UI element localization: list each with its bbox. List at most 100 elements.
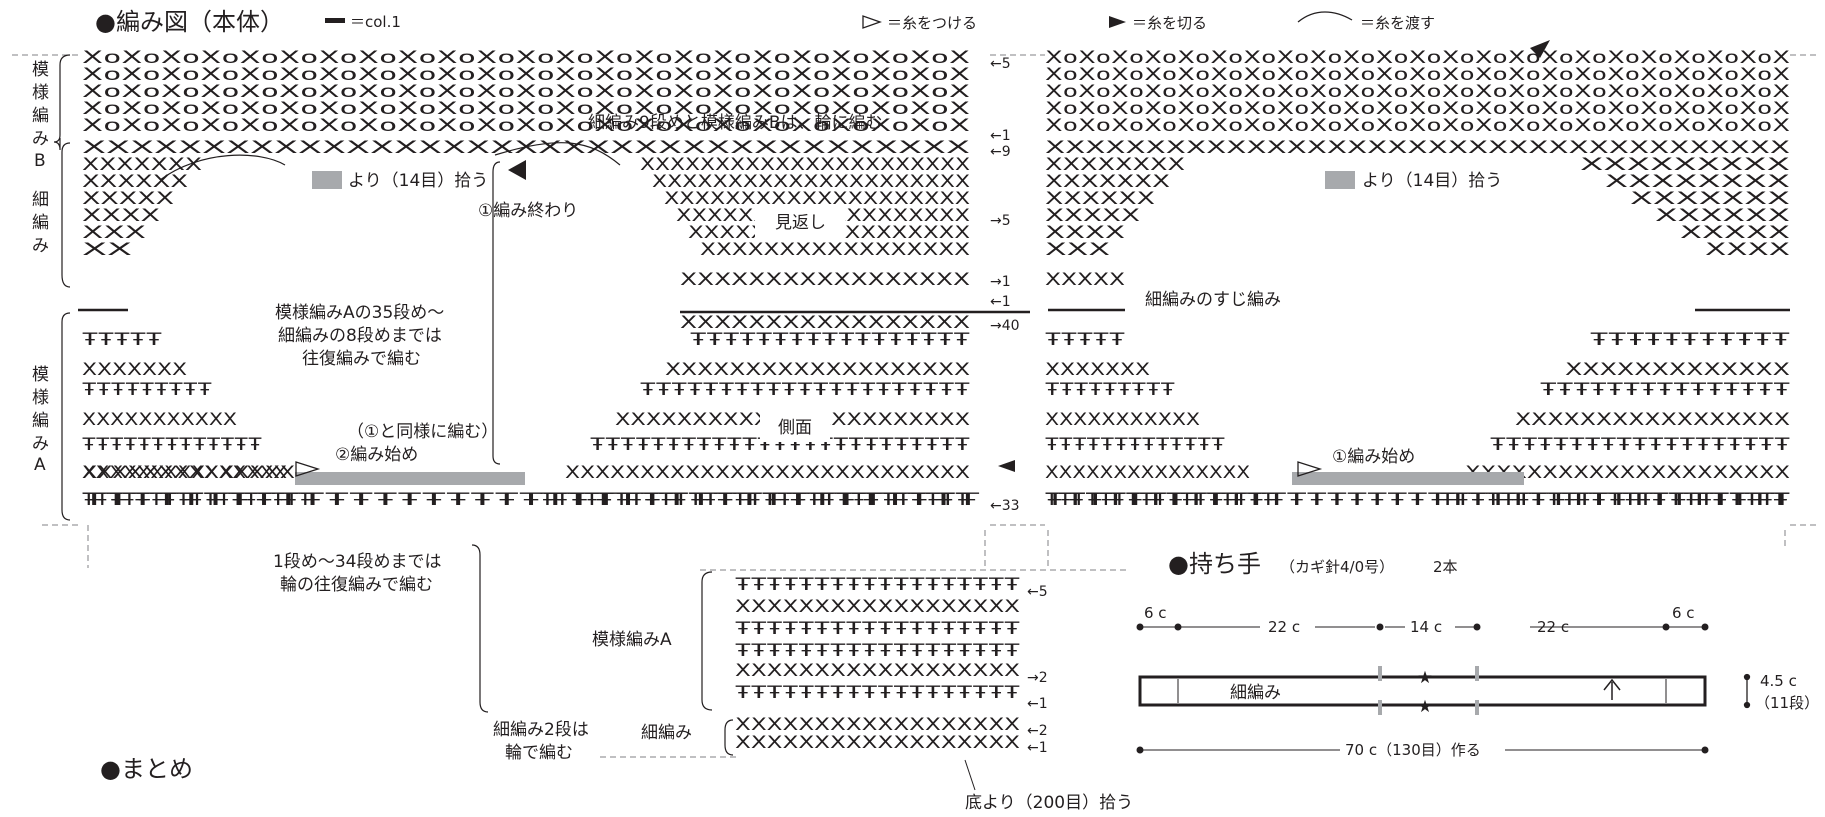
- svg-text:模様編みAの35段め〜: 模様編みAの35段め〜: [275, 303, 444, 323]
- start-1-note: ①編み始め: [1332, 447, 1415, 467]
- svg-text:→5: →5: [990, 213, 1011, 229]
- pattern-b-row: ⅩoⅩoⅩoⅩoⅩoⅩoⅩoⅩoⅩoⅩoⅩoⅩoⅩoⅩoⅩoⅩoⅩoⅩoⅩoⅩo…: [1045, 82, 1791, 102]
- svg-text:22 c: 22 c: [1537, 618, 1569, 636]
- chart-title: ●編み図（本体）: [95, 8, 284, 36]
- sc-row-left: ⅩⅩⅩⅩⅩ: [82, 189, 175, 209]
- pick-right-note: より（14目）拾う: [1362, 171, 1502, 191]
- svg-text:→2: →2: [1027, 670, 1048, 686]
- detail-pattern-row: ŦŦŦŦŦŦŦŦŦŦŦŦŦŦŦŦŦŦ: [735, 619, 1020, 639]
- pattern-a-row-mid: ŦŦŦŦŦŦŦŦŦŦŦŦŦŦŦŦŦŦŦŦŦŦŦŦŦŦŦŦŦ: [540, 490, 970, 510]
- row-markers: ←5 ←1 ←9 →5 →1 ←1 →40 ←33: [990, 56, 1020, 514]
- pattern-a-row-right: ŦŦŦŦŦŦŦŦŦ: [1045, 380, 1175, 400]
- border-dashes: [12, 54, 1820, 758]
- handle-hook: （カギ針4/0号）: [1280, 558, 1394, 576]
- svg-text:細編み2段は: 細編み2段は: [493, 720, 589, 740]
- pattern-a-row-left: ŦŦŦŦŦ: [82, 330, 162, 350]
- side-label-bg: [760, 412, 830, 442]
- handle-rows: （11段）: [1755, 694, 1819, 712]
- svg-text:み: み: [32, 129, 49, 149]
- pattern-b-row: ⅩoⅩoⅩoⅩoⅩoⅩoⅩoⅩoⅩoⅩoⅩoⅩoⅩoⅩoⅩoⅩoⅩoⅩoⅩoⅩo…: [1045, 99, 1791, 119]
- sc-back-loop-note: 細編みのすじ編み: [1145, 290, 1281, 310]
- pattern-a-base-row: ŦŦŦŦŦŦŦŦŦŦŦŦŦŦŦŦŦŦŦŦŦŦŦŦŦŦŦŦŦŦŦŦŦŦŦŦŦ: [1045, 490, 1790, 510]
- pattern-a-row-right: ⅩⅩⅩⅩⅩⅩⅩ: [1045, 360, 1150, 380]
- legend-cut: ＝糸を切る: [1132, 14, 1207, 32]
- svg-text:←2: ←2: [1027, 723, 1048, 739]
- detail-pattern-a-label: 模様編みA: [592, 630, 672, 650]
- attach-marker-left: [295, 461, 321, 477]
- detail-sc-two-rows-note: 細編み2段は 輪で編む: [493, 720, 589, 763]
- ring-note: 細編み9段めと模様編みBは、輪に編む: [588, 113, 882, 133]
- pattern-b-row: ⅩoⅩoⅩoⅩoⅩoⅩoⅩoⅩoⅩoⅩoⅩoⅩoⅩoⅩoⅩoⅩoⅩoⅩoⅩoⅩo…: [82, 82, 971, 102]
- sc-row: ⅩⅩⅩⅩⅩⅩⅩⅩⅩⅩⅩⅩⅩⅩⅩⅩⅩⅩⅩⅩⅩⅩⅩⅩⅩⅩⅩⅩⅩⅩⅩⅩⅩⅩⅩⅩⅩ: [82, 138, 971, 158]
- pattern-a-row-mid: ⅩⅩⅩⅩⅩⅩⅩⅩⅩⅩⅩⅩⅩⅩⅩⅩⅩⅩⅩ: [665, 360, 970, 380]
- side-braces: [53, 54, 734, 756]
- svg-text:←5: ←5: [1027, 584, 1048, 600]
- handle-dimension-dots: [1136, 623, 1709, 631]
- pattern-b-row: ⅩoⅩoⅩoⅩoⅩoⅩoⅩoⅩoⅩoⅩoⅩoⅩoⅩoⅩoⅩoⅩoⅩoⅩoⅩoⅩo…: [82, 116, 971, 136]
- svg-text:細編みの8段めまでは: 細編みの8段めまでは: [278, 326, 442, 346]
- sc-row-mid: ⅩⅩⅩⅩⅩⅩⅩⅩⅩⅩⅩⅩⅩⅩⅩⅩⅩ: [700, 240, 970, 260]
- sc-row-right: ⅩⅩⅩⅩⅩ: [1045, 206, 1141, 226]
- svg-text:編: 編: [32, 411, 49, 431]
- start-bar-left: [295, 472, 525, 485]
- attach-marker-right: [1297, 461, 1323, 477]
- detail-pattern-row: ŦŦŦŦŦŦŦŦŦŦŦŦŦŦŦŦŦŦ: [735, 641, 1020, 661]
- sc-row-left: ⅩⅩⅩ: [82, 223, 147, 243]
- sc-row-right: ⅩⅩⅩⅩⅩ: [1045, 270, 1125, 290]
- pass-yarn-icon: [1297, 11, 1353, 23]
- sc-row-right: ⅩⅩⅩ: [1045, 240, 1111, 260]
- pattern-a-row-right: ŦŦŦŦŦŦŦŦŦŦŦŦŦ: [1045, 435, 1225, 455]
- detail-pattern-row: ⅩⅩⅩⅩⅩⅩⅩⅩⅩⅩⅩⅩⅩⅩⅩⅩⅩⅩ: [735, 661, 1020, 681]
- side-label-pattern-a: 模 様 編 み A: [32, 365, 49, 475]
- detail-pattern-row: ŦŦŦŦŦŦŦŦŦŦŦŦŦŦŦŦŦŦ: [735, 575, 1020, 595]
- svg-text:←9: ←9: [990, 144, 1011, 160]
- pattern-b-row: ⅩoⅩoⅩoⅩoⅩoⅩoⅩoⅩoⅩoⅩoⅩoⅩoⅩoⅩoⅩoⅩoⅩoⅩoⅩoⅩo…: [1045, 116, 1791, 136]
- finish-note: ①編み終わり: [478, 201, 578, 221]
- svg-text:往復編みで編む: 往復編みで編む: [302, 349, 421, 369]
- pick-swatch-right: [1325, 171, 1355, 189]
- svg-text:1段め〜34段めまでは: 1段め〜34段めまでは: [273, 552, 441, 572]
- pattern-b-row: ⅩoⅩoⅩoⅩoⅩoⅩoⅩoⅩoⅩoⅩoⅩoⅩoⅩoⅩoⅩoⅩoⅩoⅩoⅩoⅩo…: [82, 99, 971, 119]
- sc-row-mid: ⅩⅩⅩⅩⅩⅩⅩⅩⅩⅩⅩⅩⅩⅩⅩⅩⅩⅩⅩⅩⅩ: [652, 172, 970, 192]
- pattern-a-row-left: ⅩⅩⅩⅩⅩⅩⅩⅩⅩⅩⅩ: [82, 410, 237, 430]
- svg-text:14 c: 14 c: [1410, 618, 1442, 636]
- pattern-a-row-far: ŦŦŦŦŦŦŦŦŦŦŦ: [1590, 330, 1790, 350]
- pattern-a-row-far: ⅩⅩⅩⅩⅩⅩⅩⅩⅩⅩⅩⅩⅩⅩⅩⅩⅩⅩⅩⅩⅩ: [1465, 463, 1790, 483]
- stitch-symbol-layer: ⅩoⅩoⅩoⅩoⅩoⅩoⅩoⅩoⅩoⅩoⅩoⅩoⅩoⅩoⅩoⅩoⅩoⅩoⅩoⅩo…: [82, 48, 1791, 753]
- col1-legend: ＝col.1: [350, 13, 401, 31]
- pattern-a-row-far: ŦŦŦŦŦŦŦŦŦŦŦŦŦŦŦŦŦŦŦŦŦŦŦ: [1440, 490, 1790, 510]
- svg-text:模: 模: [32, 60, 49, 80]
- svg-text:様: 様: [32, 388, 49, 408]
- star-bottom-icon: ★: [1417, 697, 1432, 717]
- rows-1-34-note: 1段め〜34段めまでは 輪の往復編みで編む: [273, 552, 441, 595]
- pattern-a-base-row: ⅩⅩⅩⅩⅩⅩⅩⅩⅩⅩⅩⅩⅩⅩ: [82, 463, 295, 483]
- pattern-a-row-mid: ŦŦŦŦŦŦŦŦŦŦŦŦŦŦŦŦŦŦŦŦŦ: [640, 380, 970, 400]
- pattern-a-row-mid: ŦŦŦŦŦŦŦŦŦŦŦŦŦŦŦŦŦŦŦŦŦŦŦŦŦ: [590, 435, 970, 455]
- handle-fold-marks: [1378, 666, 1479, 715]
- sc-row-far: ⅩⅩⅩⅩⅩⅩⅩⅩⅩ: [1580, 155, 1791, 175]
- facing-label-bg: [755, 204, 845, 238]
- pattern-b-row: ⅩoⅩoⅩoⅩoⅩoⅩoⅩoⅩoⅩoⅩoⅩoⅩoⅩoⅩoⅩoⅩoⅩoⅩoⅩoⅩo…: [82, 48, 971, 68]
- svg-text:←1: ←1: [990, 294, 1011, 310]
- legend-pass: ＝糸を渡す: [1360, 14, 1435, 32]
- side-label: 側面: [778, 418, 812, 438]
- sc-row-far: ⅩⅩⅩⅩⅩⅩⅩ: [1630, 189, 1791, 209]
- svg-text:→1: →1: [990, 274, 1011, 290]
- sc-row-far: ⅩⅩⅩⅩⅩⅩ: [1655, 206, 1791, 226]
- pattern-a-row-far: ⅩⅩⅩⅩⅩⅩⅩⅩⅩⅩⅩⅩⅩ: [1565, 360, 1791, 380]
- height-marker: [1743, 673, 1751, 709]
- handle-title: ●持ち手: [1168, 550, 1261, 578]
- pattern-a-row-far: ŦŦŦŦŦŦŦŦŦŦŦŦŦŦŦ: [1540, 380, 1790, 400]
- sc-row-right: ⅩⅩⅩⅩ: [1045, 223, 1126, 243]
- detail-pattern-row: ŦŦŦŦŦŦŦŦŦŦŦŦŦŦŦŦŦŦ: [735, 683, 1020, 703]
- pattern-a-row-right: ŦŦŦŦŦŦŦŦŦŦŦŦŦŦŦŦŦ: [1045, 490, 1275, 510]
- sc-row-facing: ⅩⅩⅩⅩⅩⅩⅩⅩⅩⅩⅩⅩⅩⅩⅩⅩⅩ: [680, 270, 971, 290]
- pattern-a-row-far: ⅩⅩⅩⅩⅩⅩⅩⅩⅩⅩⅩⅩⅩⅩⅩⅩⅩ: [1515, 410, 1790, 430]
- side-label-single-crochet: 細 編 み: [32, 190, 49, 256]
- handle-strip-ticks: [1177, 679, 1667, 703]
- svg-text:6 c: 6 c: [1672, 604, 1695, 622]
- svg-text:→40: →40: [990, 318, 1020, 334]
- start-bar-right: [1292, 472, 1524, 485]
- pattern-a-row-right: ⅩⅩⅩⅩⅩⅩⅩⅩⅩⅩⅩ: [1045, 410, 1200, 430]
- handle-height: 4.5 c: [1760, 672, 1797, 690]
